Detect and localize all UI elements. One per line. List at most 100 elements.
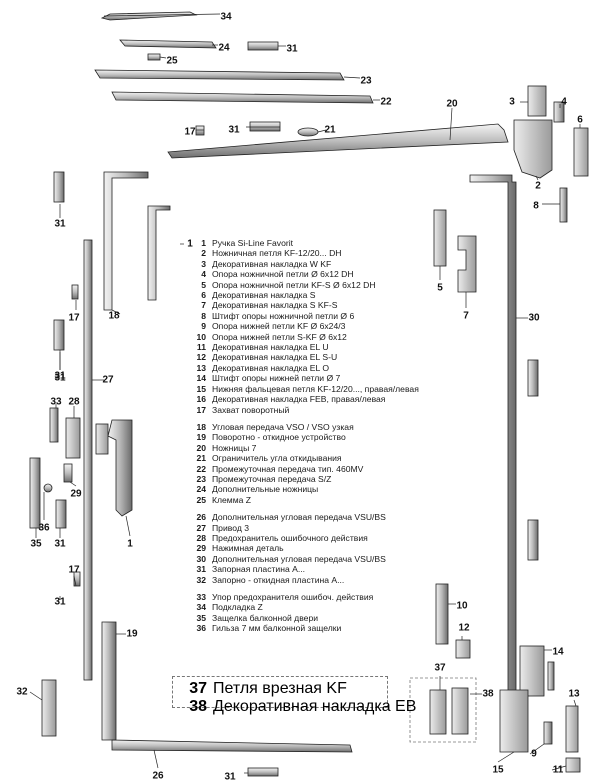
- part-32: [41, 679, 57, 737]
- part-17-left: [71, 284, 79, 300]
- legend-text: Опора ножничной петли Ø 6x12 DH: [212, 269, 354, 280]
- legend-text: Предохранитель ошибочного действия: [212, 532, 368, 543]
- callout-number: 7: [463, 311, 469, 322]
- leader-line: [69, 481, 77, 487]
- legend-text: Защелка балконной двери: [212, 612, 319, 623]
- leader-line: [529, 743, 545, 755]
- legend-text: Клемма Z: [212, 494, 252, 505]
- legend-text: Опора нижней петли KF Ø 6x24/3: [212, 321, 346, 332]
- legend-row: 30 Дополнительная угловая передача VSU/BS: [187, 554, 477, 564]
- legend-text: Штифт опоры ножничной петли Ø 6: [212, 310, 355, 321]
- leader-line: [551, 765, 567, 771]
- part-18b: [147, 205, 171, 301]
- part-18: [103, 171, 149, 311]
- part-1-handle: [107, 419, 133, 517]
- part-6: [573, 127, 589, 177]
- callout-number: 28: [68, 397, 80, 408]
- hinge-inset-box: [409, 677, 477, 743]
- legend-text: Петля врезная KF: [213, 680, 347, 697]
- legend-text: Декоративная накладка EL U: [212, 342, 329, 353]
- part-17-top: [195, 125, 205, 136]
- callout-number: 17: [184, 127, 196, 138]
- legend-text: Декоративная накладка W KF: [212, 258, 332, 269]
- part-14: [547, 661, 555, 691]
- part-31-mid: [249, 121, 281, 132]
- legend-text: Гильза 7 мм балконной защелки: [212, 623, 342, 634]
- callout-number: 18: [108, 311, 120, 322]
- legend-number: 31: [196, 564, 206, 575]
- legend-text: Декоративная накладка S: [212, 290, 316, 301]
- legend-number: 1: [201, 238, 206, 248]
- callout-number: 15: [492, 765, 504, 776]
- leader-line: [125, 515, 131, 537]
- callout-number: 13: [568, 689, 580, 700]
- legend-number: 26: [196, 512, 206, 523]
- part-2: [513, 119, 553, 179]
- legend-row: 6 Декоративная накладка S: [187, 290, 477, 300]
- callout-number: 1: [127, 539, 133, 550]
- legend-text: Штифт опоры нижней петли Ø 7: [212, 373, 341, 384]
- legend-text: Декоративная накладка EB: [213, 698, 417, 715]
- part-31-left-low: [55, 499, 67, 529]
- legend-number: 20: [196, 442, 206, 453]
- part-13: [565, 705, 579, 753]
- callout-number: 21: [324, 125, 336, 136]
- legend-row: 24 Дополнительные ножницы: [187, 484, 477, 494]
- legend-number: 15: [196, 383, 206, 394]
- legend-number: 3: [201, 258, 206, 269]
- part-17-low: [73, 571, 81, 587]
- legend-number: 30: [196, 553, 206, 564]
- legend-text: Дополнительные ножницы: [212, 484, 319, 495]
- leader-line: [497, 751, 515, 763]
- part-29: [63, 463, 73, 483]
- leader-line: [103, 13, 221, 17]
- callout-number: 29: [70, 489, 82, 500]
- part-31-bottom: [247, 767, 279, 777]
- callout-number: 38: [482, 689, 494, 700]
- callout-number: 31: [54, 597, 66, 608]
- callout-number: 5: [437, 283, 443, 294]
- part-1-base: [95, 423, 109, 455]
- part-31-right-low: [527, 519, 539, 561]
- callout-number: 25: [166, 56, 178, 67]
- callout-number: 32: [16, 687, 28, 698]
- legend-text: Ножницы 7: [212, 442, 257, 453]
- callout-number: 30: [528, 313, 540, 324]
- legend-number: 6: [201, 290, 206, 301]
- legend-text: Поворотно - откидное устройство: [212, 432, 346, 443]
- legend-row: 26 Дополнительная угловая передача VSU/BS: [187, 512, 477, 522]
- legend-text: Дополнительная угловая передача VSU/BS: [212, 512, 386, 523]
- legend-text: Привод 3: [212, 522, 249, 533]
- legend-number: 24: [196, 484, 206, 495]
- legend-text: Промежуточная передача S/Z: [212, 473, 332, 484]
- part-8: [559, 187, 568, 223]
- part-22: [111, 91, 374, 104]
- legend-row: 3 Декоративная накладка W KF: [187, 259, 477, 269]
- leader-line: [573, 699, 577, 707]
- part-28: [65, 417, 81, 459]
- legend-number: 23: [196, 473, 206, 484]
- legend-number: 2: [201, 248, 206, 259]
- part-31-left: [53, 319, 65, 351]
- legend-text: Опора нижней петли S-KF Ø 6x12: [212, 331, 347, 342]
- legend-number: 5: [201, 279, 206, 290]
- legend-text: Захват поворотный: [212, 404, 290, 415]
- callout-number: 24: [218, 43, 230, 54]
- legend-text: Дополнительная угловая передача VSU/BS: [212, 553, 386, 564]
- part-35: [29, 457, 41, 529]
- callout-number: 9: [531, 749, 537, 760]
- legend-number: 13: [196, 362, 206, 373]
- leader-line: [343, 76, 361, 79]
